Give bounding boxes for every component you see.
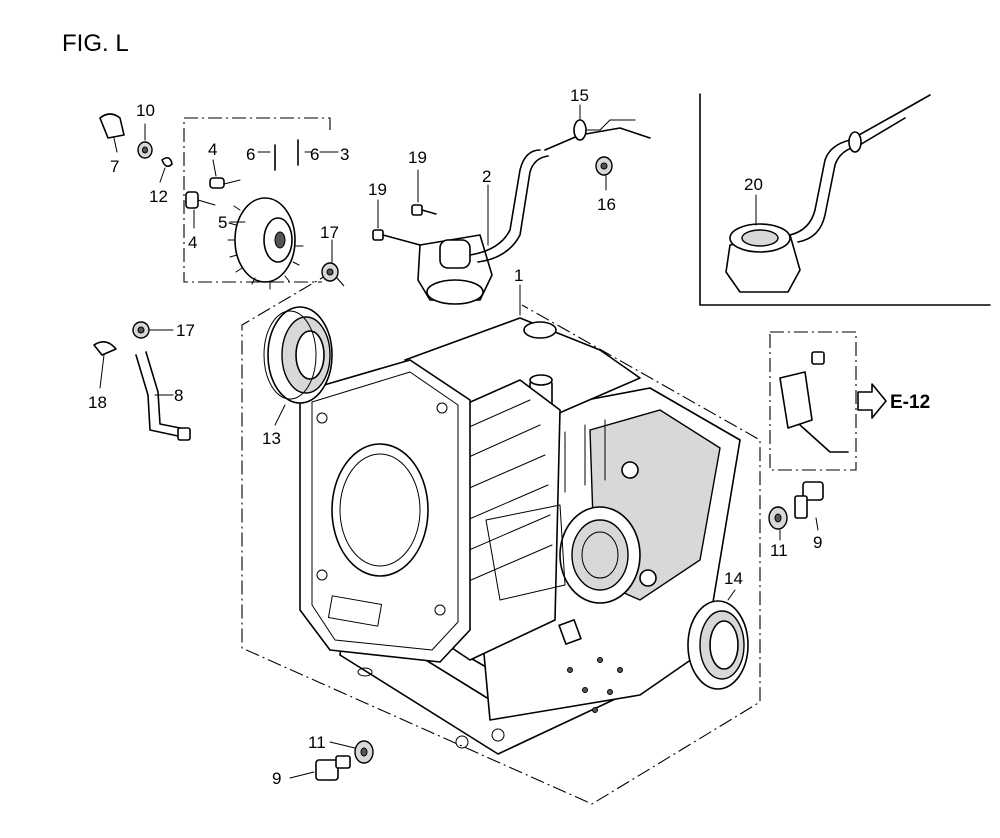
cylinder-block-frame: [241, 271, 761, 805]
callout-15: 15: [570, 86, 589, 105]
callout-11-bottom: 11: [308, 733, 326, 752]
callout-16: 16: [597, 195, 616, 214]
callout-14: 14: [724, 569, 743, 588]
bolt-19a: [411, 204, 437, 216]
ref-arrow-icon: [857, 383, 887, 419]
callout-10: 10: [136, 101, 155, 120]
washer-17b: [132, 321, 150, 339]
callout-4b: 4: [188, 233, 197, 252]
figure-title: FIG. L: [62, 30, 129, 57]
callout-20: 20: [744, 175, 763, 194]
leader-lines: [99, 104, 819, 779]
drain-bolt-bottom: [315, 755, 351, 781]
bolt-19b: [372, 229, 421, 246]
callout-9-bottom: 9: [272, 769, 281, 788]
governor-group-frame: [183, 117, 331, 283]
callout-7: 7: [110, 157, 119, 176]
oil-alert-switch-frame: [769, 331, 857, 471]
callout-6b: 6: [310, 145, 319, 164]
dowel-pin: [99, 113, 125, 139]
callout-5: 5: [218, 213, 227, 232]
callout-13: 13: [262, 429, 281, 448]
oil-level-switch: [417, 119, 651, 305]
washer-11-right: [768, 506, 788, 530]
callout-9-right: 9: [813, 533, 822, 552]
governor-pins: [274, 139, 299, 171]
washer-11-bottom: [354, 740, 374, 764]
callout-19a: 19: [408, 148, 427, 167]
tube-clip: [93, 341, 117, 356]
callout-19b: 19: [368, 180, 387, 199]
callout-17b: 17: [176, 321, 195, 340]
callout-11-right: 11: [770, 541, 788, 560]
callout-1: 1: [514, 266, 523, 285]
callout-2: 2: [482, 167, 491, 186]
breather-tube: [135, 351, 191, 441]
cylinder-block: [299, 317, 741, 755]
callout-18: 18: [88, 393, 107, 412]
governor-gear: [227, 197, 304, 290]
oil-alert-unit: [779, 351, 849, 453]
bearing: [263, 306, 333, 404]
reference-label: E-12: [890, 392, 930, 413]
grommet: [573, 119, 587, 141]
callout-4a: 4: [208, 140, 217, 159]
governor-weight: [185, 177, 241, 209]
oil-seal: [687, 600, 749, 690]
callout-8: 8: [174, 386, 183, 405]
kit-frame: [699, 93, 991, 306]
callout-6a: 6: [246, 145, 255, 164]
nut-16: [595, 156, 613, 176]
washer-small: [137, 141, 153, 159]
callout-17a: 17: [320, 223, 339, 242]
oil-switch-kit: [725, 94, 931, 293]
clip: [161, 156, 173, 168]
callout-12: 12: [149, 187, 168, 206]
washer-17a: [321, 262, 339, 282]
drain-bolt-right: [794, 481, 824, 519]
callout-3: 3: [340, 145, 349, 164]
